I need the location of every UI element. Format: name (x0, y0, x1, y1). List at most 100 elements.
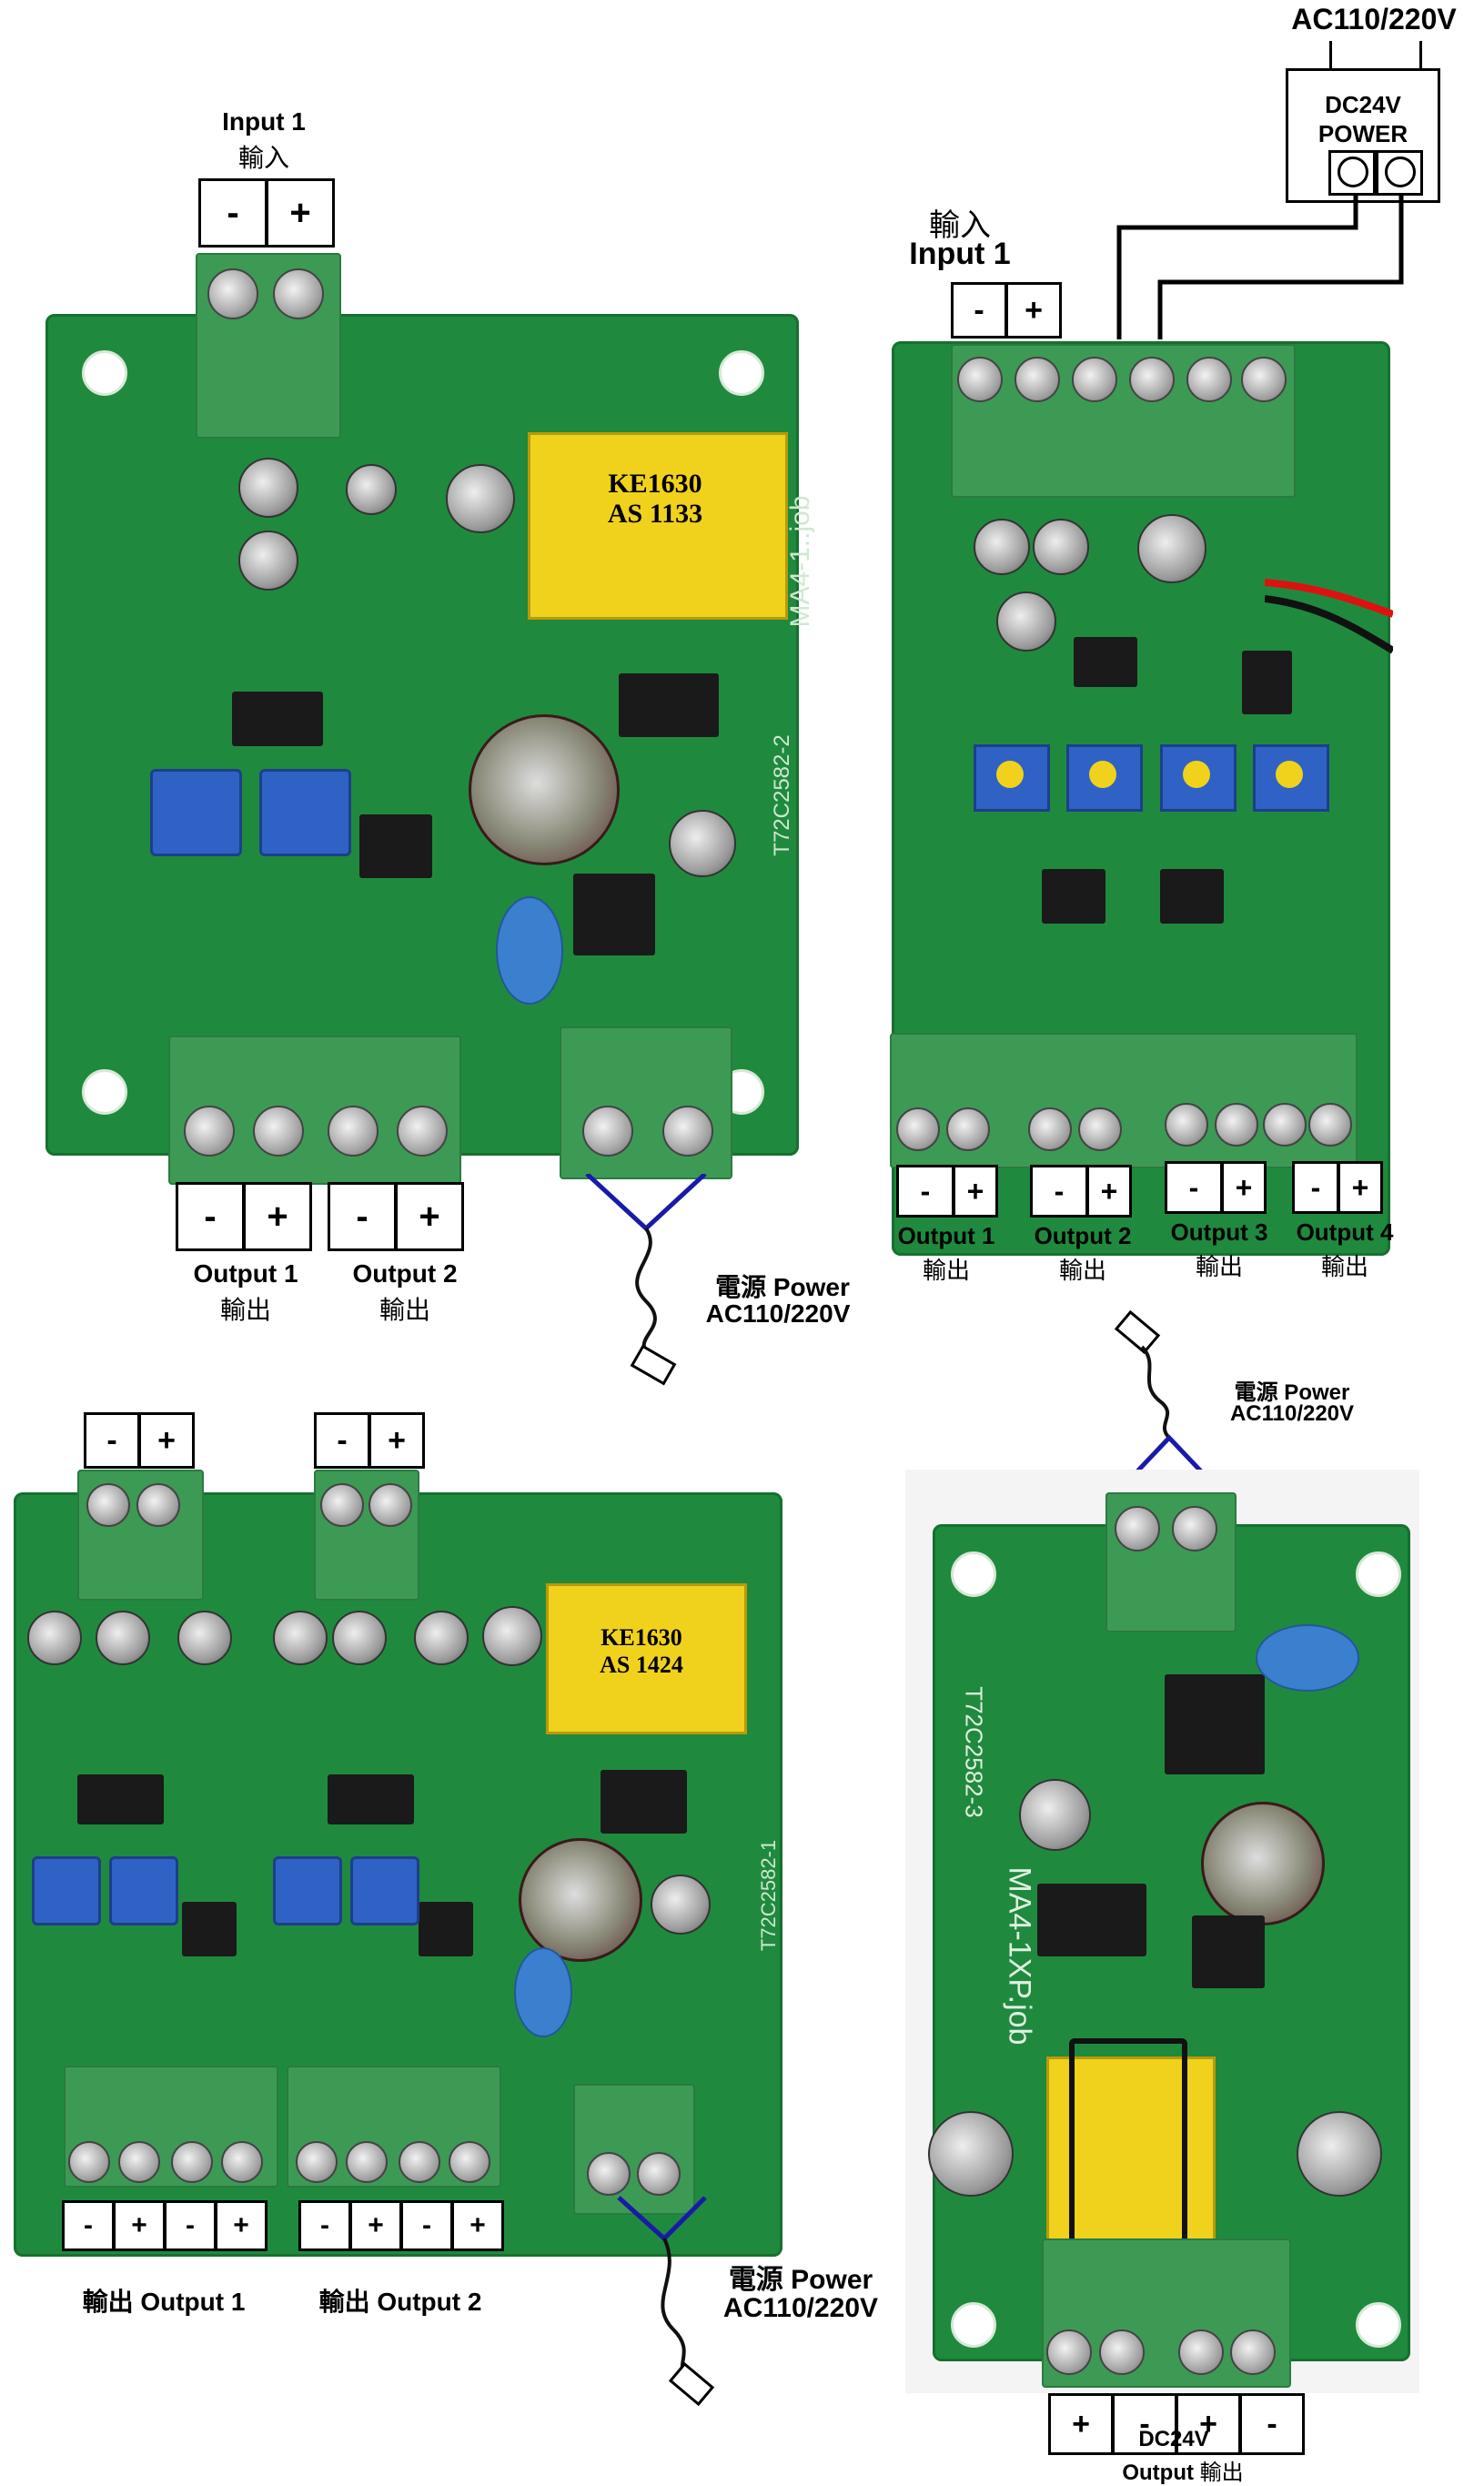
board2-trimmer-knob (1183, 761, 1210, 788)
screw-icon (118, 2141, 160, 2183)
board4-mount-hole (951, 2302, 996, 2348)
board3-chip (328, 1774, 414, 1824)
board3-trimmer-1 (32, 1856, 101, 1925)
board1-input-title: Input 1 (222, 107, 306, 136)
board3-out1-a: - (62, 2200, 115, 2251)
capacitor (346, 464, 397, 515)
board2-output2-sub: 輸出 (1058, 1257, 1106, 1284)
board4-output-label: Output 輸出 (1092, 2454, 1274, 2486)
board3-in2-plus: + (368, 1412, 425, 1469)
screw-icon (346, 2141, 388, 2183)
board4-out-minus-1: - (1112, 2393, 1177, 2455)
capacitor (651, 1875, 711, 1935)
board1-transformer-label-1: KE1630 (608, 469, 702, 499)
board4-bridge (1165, 1674, 1265, 1774)
screw-icon (253, 1106, 304, 1157)
screw-icon (1178, 2329, 1224, 2375)
board3-out2-b: + (349, 2200, 402, 2251)
board1-output2-sub: 輸出 (379, 1296, 430, 1324)
board3-out1-c: - (164, 2200, 217, 2251)
board1-chip (359, 814, 432, 878)
board3-transformer (546, 1583, 747, 1734)
board3-power-cable (617, 2196, 715, 2407)
capacitor (414, 1611, 469, 1665)
board4-power-value: AC110/220V (1229, 1401, 1355, 1426)
board3-in1-minus: - (84, 1412, 140, 1469)
screw-icon (1215, 1103, 1258, 1147)
screw-icon (662, 1106, 713, 1157)
board-3: - + - + KE1630 AS 1424 T72C2582-1 - + - … (0, 1365, 901, 2485)
board1-trimmer-2 (259, 769, 351, 856)
board3-chip (419, 1902, 473, 1956)
board1-input-plus: + (266, 178, 335, 248)
screw-icon (368, 1483, 412, 1527)
screw-icon (397, 1106, 448, 1157)
board3-power-label: 電源 Power (728, 2265, 873, 2295)
board3-out2-a: - (298, 2200, 351, 2251)
screw-icon (86, 1483, 130, 1527)
board-2: AC110/220V DC24V POWER 輸入 Input 1 - + (855, 0, 1484, 1365)
board1-power-terminal (560, 1026, 732, 1179)
screw-icon (637, 2152, 681, 2196)
board2-chip (1242, 651, 1292, 714)
board2-output1-title: Output 1 (897, 1222, 995, 1249)
board4-bulk-capacitor (1201, 1802, 1325, 1925)
board2-chip (1042, 869, 1105, 924)
board2-input-plus: + (1005, 282, 1062, 339)
screw-icon (1099, 2329, 1145, 2375)
screw-icon (1028, 1107, 1072, 1151)
screw-icon (946, 1107, 990, 1151)
screw-icon (207, 268, 258, 319)
board3-output2-label: 輸出 Output 2 (318, 2288, 482, 2316)
board1-input-sub: 輸入 (237, 144, 289, 172)
screw-icon (1241, 357, 1287, 402)
board4-mount-hole (951, 1551, 996, 1597)
board-1: Input 1 輸入 - + KE1630 AS 1133 MA4-1..job… (0, 0, 855, 1386)
screw-icon (1078, 1107, 1122, 1151)
board2-output2-title: Output 2 (1034, 1222, 1132, 1249)
board1-output1-title: Output 1 (193, 1259, 298, 1288)
board3-board-id: T72C2582-1 (757, 1839, 780, 1952)
board3-transformer-label-1: KE1630 (601, 1624, 682, 1651)
screw-icon (399, 2141, 440, 2183)
board2-socket-hole (1338, 157, 1368, 187)
capacitor (273, 1611, 328, 1665)
board2-trimmer-knob (1276, 761, 1303, 788)
board1-mount-hole (82, 350, 127, 396)
screw-icon (184, 1106, 235, 1157)
screw-icon (171, 2141, 213, 2183)
board4-chip (1192, 1915, 1265, 1988)
screw-icon (328, 1106, 379, 1157)
board2-chip (1074, 637, 1137, 687)
board3-out2-d: + (451, 2200, 504, 2251)
screw-icon (1129, 357, 1175, 402)
board2-trimmer-4 (1253, 744, 1329, 812)
screw-icon (1072, 357, 1117, 402)
capacitor (446, 464, 515, 533)
board3-transformer-label-2: AS 1424 (600, 1652, 683, 1678)
board3-trimmer-3 (273, 1856, 342, 1925)
board2-socket (1328, 150, 1376, 196)
capacitor (974, 519, 1030, 575)
board2-out4-minus: - (1292, 1161, 1339, 1214)
board3-trimmer-4 (350, 1856, 419, 1925)
capacitor (1137, 514, 1206, 583)
board3-bulk-capacitor (519, 1838, 642, 1962)
board2-chip (1160, 869, 1224, 924)
board2-trimmer-knob (996, 761, 1024, 788)
board4-transformer (1046, 2057, 1216, 2262)
board3-in1-plus: + (138, 1412, 195, 1469)
board2-ac-wire (1419, 41, 1422, 70)
board1-power-value: AC110/220V (705, 1299, 851, 1328)
board2-out2-minus: - (1030, 1165, 1088, 1218)
capacitor (177, 1611, 232, 1665)
board1-out1-plus: + (243, 1182, 312, 1251)
board4-chip (1037, 1884, 1146, 1956)
screw-icon (896, 1107, 940, 1151)
board3-out2-c: - (400, 2200, 453, 2251)
board3-power-value: AC110/220V (722, 2293, 879, 2323)
board1-out2-plus: + (395, 1182, 464, 1251)
board2-output4-sub: 輸出 (1320, 1253, 1368, 1280)
capacitor (1019, 1779, 1091, 1851)
screw-icon (1263, 1103, 1307, 1147)
